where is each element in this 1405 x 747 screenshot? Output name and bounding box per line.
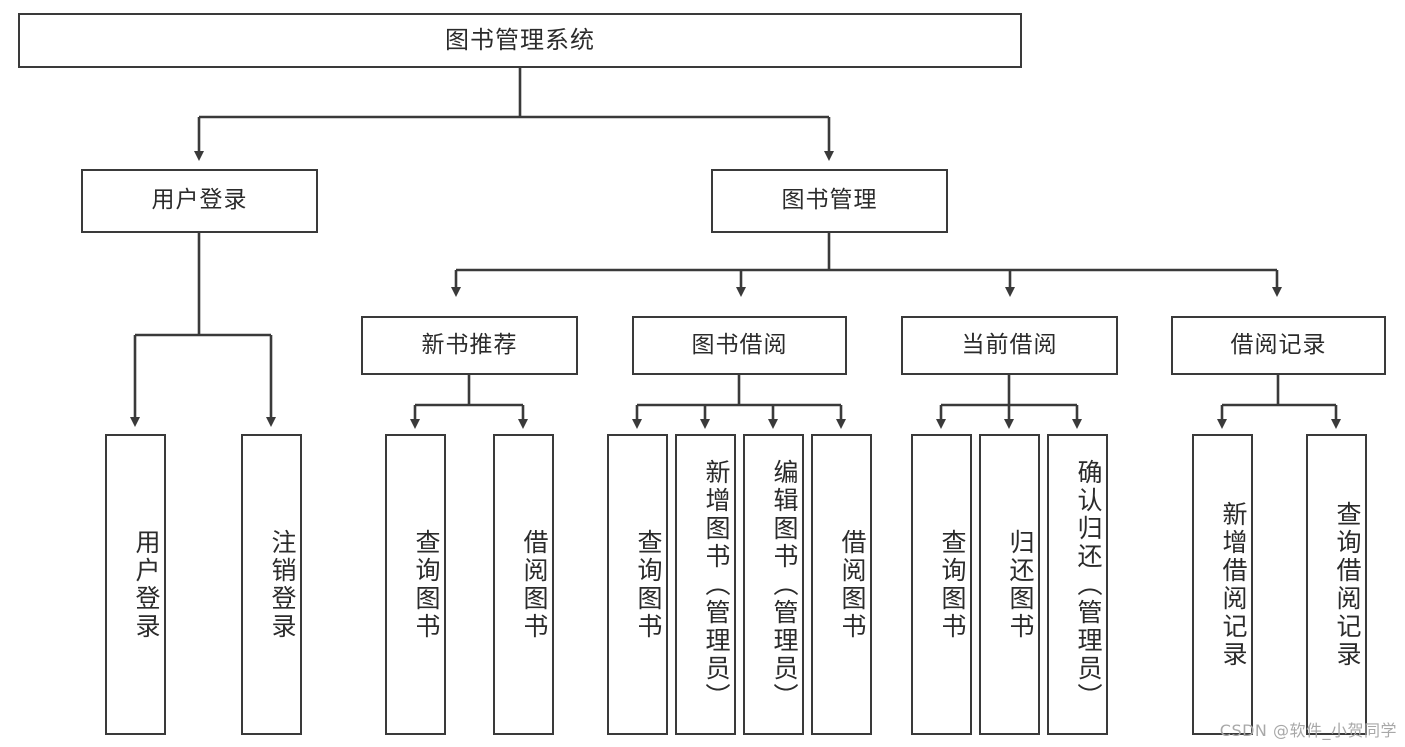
leaf-borrow-book-recommend[interactable]: 借阅图书 [493,434,554,735]
leaf-user-logout[interactable]: 注销登录 [241,434,302,735]
node-label: 新增图书（管理员） [702,458,731,711]
leaf-query-book-current[interactable]: 查询图书 [911,434,972,735]
node-label: 编辑图书（管理员） [770,458,799,711]
node-borrow-record[interactable]: 借阅记录 [1171,316,1386,375]
node-label: 用户登录 [132,528,161,641]
node-label: 查询借阅记录 [1333,500,1362,669]
node-label: 用户登录 [151,187,248,214]
node-book-management[interactable]: 图书管理 [711,169,948,233]
leaf-query-book-borrow[interactable]: 查询图书 [607,434,668,735]
node-label: 查询图书 [938,528,967,641]
leaf-add-borrow-record[interactable]: 新增借阅记录 [1192,434,1253,735]
node-label: 查询图书 [634,528,663,641]
node-label: 当前借阅 [961,331,1058,358]
node-root-system[interactable]: 图书管理系统 [18,13,1022,68]
node-label: 图书借阅 [691,331,788,358]
node-label: 注销登录 [268,528,297,641]
node-label: 新增借阅记录 [1219,500,1248,669]
node-book-borrow[interactable]: 图书借阅 [632,316,847,375]
leaf-return-book[interactable]: 归还图书 [979,434,1040,735]
node-label: 借阅记录 [1230,331,1327,358]
node-label: 确认归还（管理员） [1074,458,1103,711]
node-new-book-recommend[interactable]: 新书推荐 [361,316,578,375]
node-current-borrow[interactable]: 当前借阅 [901,316,1118,375]
watermark-text: CSDN @软件_小贺同学 [1219,721,1397,740]
node-user-login[interactable]: 用户登录 [81,169,318,233]
leaf-query-book-recommend[interactable]: 查询图书 [385,434,446,735]
leaf-query-borrow-record[interactable]: 查询借阅记录 [1306,434,1367,735]
leaf-confirm-return-admin[interactable]: 确认归还（管理员） [1047,434,1108,735]
leaf-add-book-admin[interactable]: 新增图书（管理员） [675,434,736,735]
node-label: 图书管理系统 [445,26,595,55]
node-label: 借阅图书 [838,528,867,641]
node-label: 借阅图书 [520,528,549,641]
leaf-borrow-book[interactable]: 借阅图书 [811,434,872,735]
node-label: 查询图书 [412,528,441,641]
leaf-user-login[interactable]: 用户登录 [105,434,166,735]
node-label: 图书管理 [781,187,878,214]
node-label: 归还图书 [1006,528,1035,641]
leaf-edit-book-admin[interactable]: 编辑图书（管理员） [743,434,804,735]
node-label: 新书推荐 [421,331,518,358]
